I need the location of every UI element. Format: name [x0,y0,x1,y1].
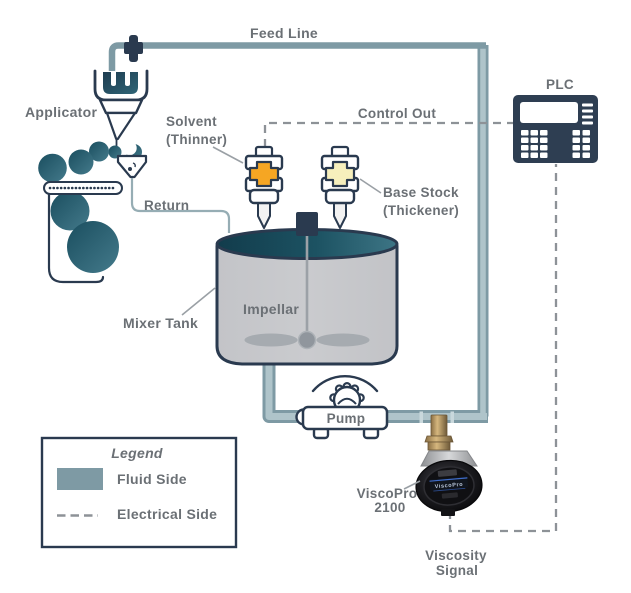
base-stock-label-line1: Base Stock [383,185,459,200]
base-stock-valve-icon [320,145,360,229]
plc-label: PLC [546,77,574,92]
pump-label: Pump [327,411,366,426]
solvent-valve-icon [244,145,284,229]
base-stock-label-line2: (Thickener) [383,203,459,218]
legend-fluid-swatch [57,468,103,490]
plc-keypad [521,130,590,158]
sensor-label-line2: 2100 [374,500,405,515]
base-stock-valve-accent [324,160,356,188]
impeller-icon [244,236,370,350]
collection-jar-icon [43,181,123,284]
pump-icon: Pump [295,375,389,440]
solvent-label-line1: Solvent [166,114,217,129]
legend-title: Legend [111,445,163,461]
viscopro-sensor-icon: ViscoPro [415,414,483,516]
signal-label-line2: Signal [436,563,478,578]
impeller-label: Impellar [243,301,299,317]
solvent-label-line2: (Thinner) [166,132,227,147]
pipe-tick [419,411,423,423]
return-line [130,178,231,233]
mixer-tank-label: Mixer Tank [123,315,198,331]
pipe-fitting-icon [124,35,143,62]
applicator-icon [93,69,149,147]
legend: Legend Fluid Side Electrical Side [40,436,238,549]
solvent-valve-accent [248,160,280,188]
legend-fluid-label: Fluid Side [117,471,187,487]
sensor-face-label: ViscoPro [435,482,464,490]
return-label: Return [144,198,189,213]
pipe-tick [450,411,454,423]
fluid-pipes [108,42,489,423]
applicator-label: Applicator [25,104,97,120]
plc-menu-bars [582,103,593,125]
sensor-label-line1: ViscoPro [357,486,418,501]
applicator-insert [103,72,138,94]
feed-line-label: Feed Line [250,25,318,41]
signal-label-line1: Viscosity [425,548,487,563]
pointer-lines [181,146,421,490]
motor-mount [296,212,318,236]
plc-screen [520,102,578,123]
legend-electrical-label: Electrical Side [117,506,217,522]
plc-icon [513,95,598,163]
control-out-label: Control Out [358,106,436,121]
viscosity-signal-line [448,164,558,533]
control-out-line [263,121,513,147]
catch-funnel-icon [116,154,148,179]
